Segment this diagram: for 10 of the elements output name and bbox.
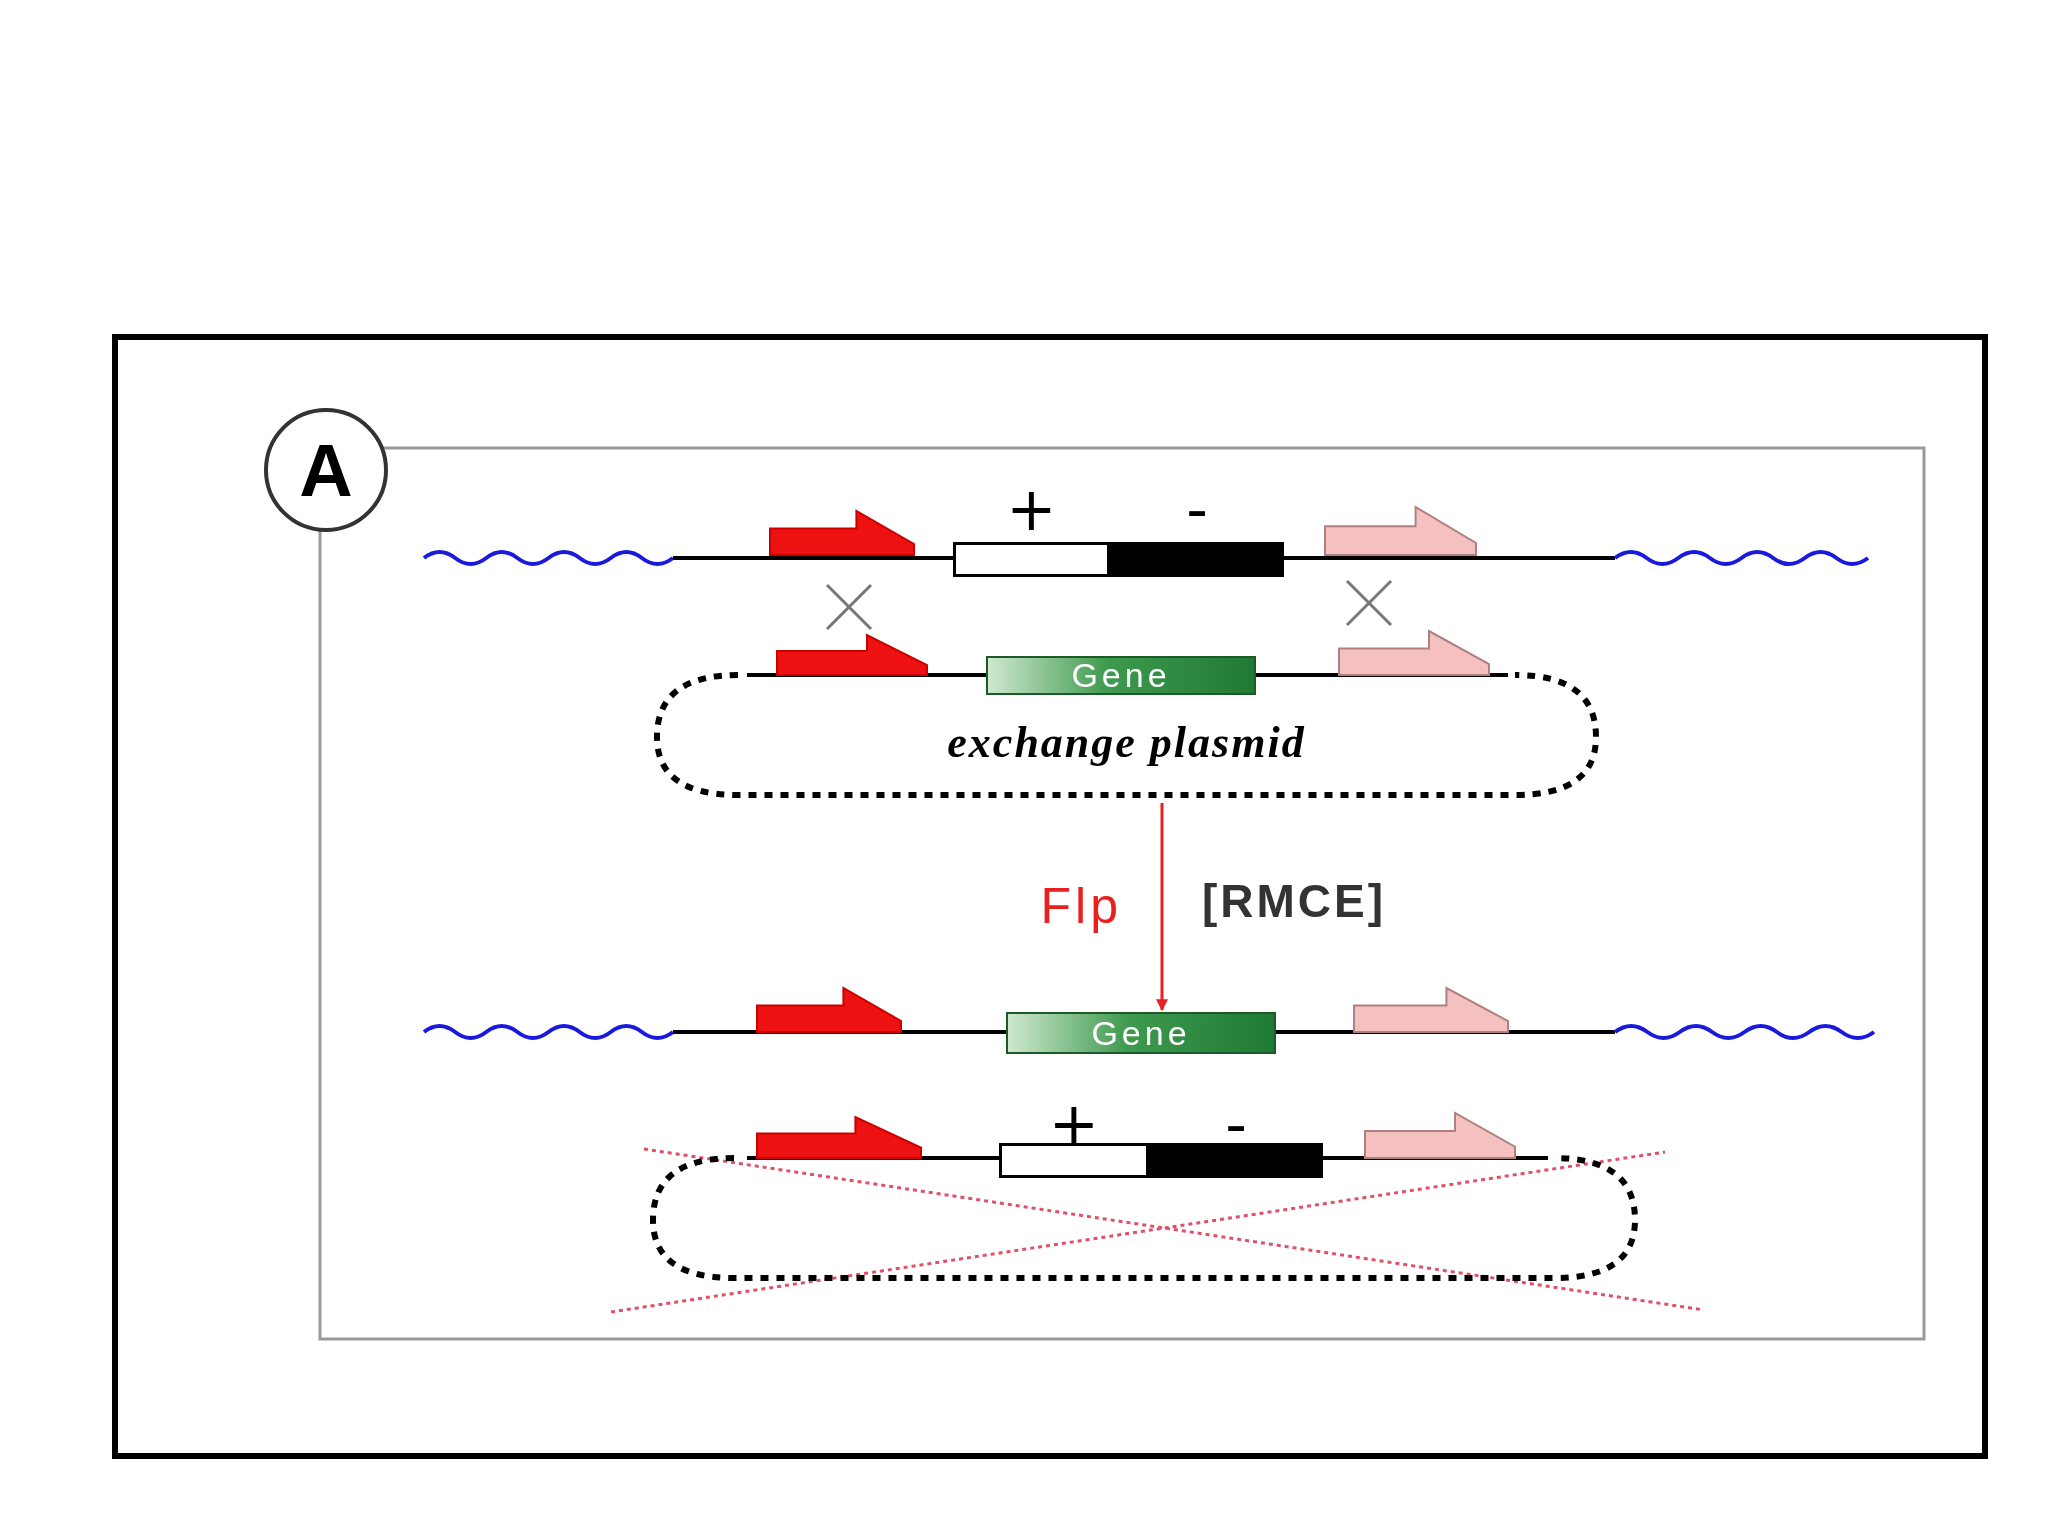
annotation-text: [RMCE] — [1202, 874, 1387, 928]
arrow — [1156, 803, 1168, 1012]
charge-sign: - — [1224, 1095, 1248, 1153]
plasmid-label: exchange plasmid — [946, 717, 1307, 768]
gene-box: Gene — [986, 656, 1256, 695]
charge-sign: - — [1185, 480, 1209, 538]
charge-sign: + — [1047, 1095, 1101, 1153]
gene-box: Gene — [1006, 1012, 1276, 1054]
panel-letter-circle: A — [264, 408, 388, 532]
charge-sign: + — [1005, 480, 1058, 538]
